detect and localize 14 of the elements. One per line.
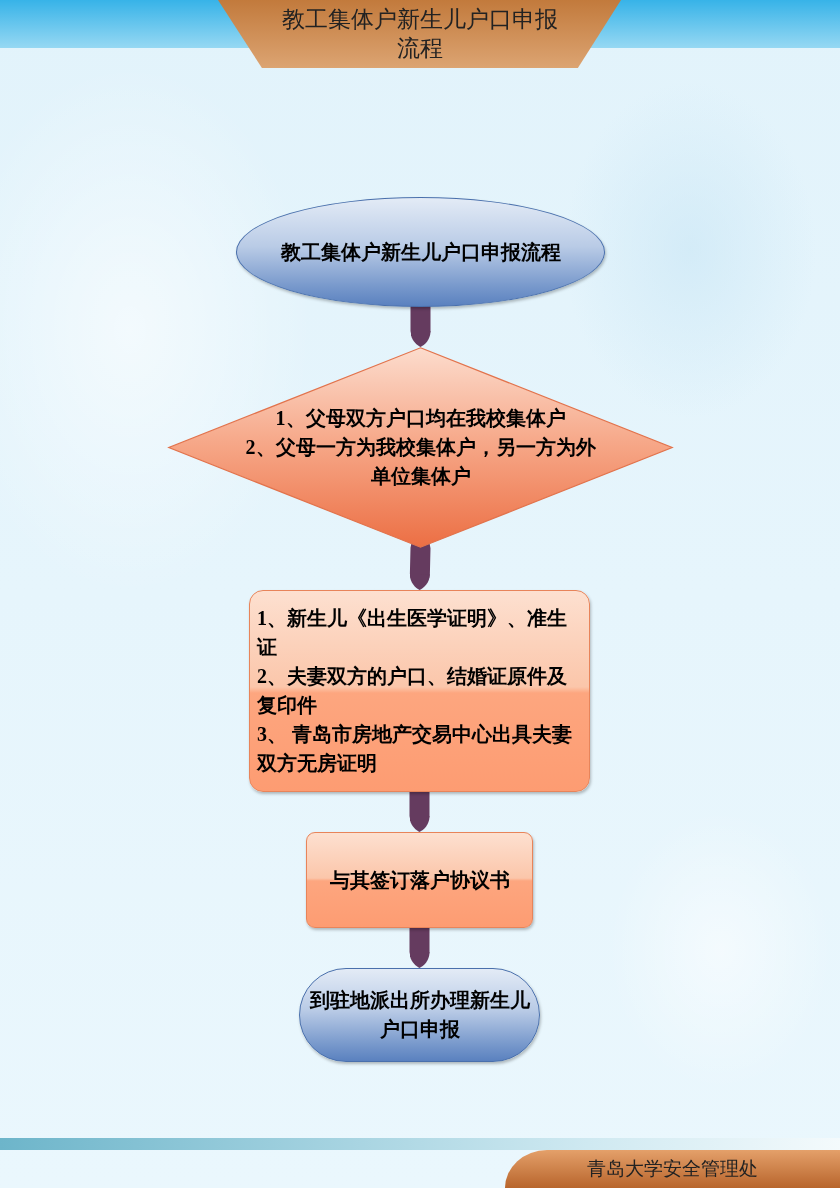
node-text: 到驻地派出所办理新生儿户口申报: [308, 988, 531, 1042]
node-text: 3、 青岛市房地产交易中心出具夫妻双方无房证明: [257, 722, 573, 776]
node-text: 教工集体户新生儿户口申报流程: [280, 239, 561, 265]
node-text: 1、父母双方户口均在我校集体户: [275, 406, 566, 431]
requirements-box: [249, 590, 590, 792]
node-text: 与其签订落户协议书: [329, 867, 510, 893]
node-text: 1、新生儿《出生医学证明》、准生证: [257, 606, 568, 660]
footer-text: 青岛大学安全管理处: [587, 1156, 758, 1181]
node-text: 2、父母一方为我校集体户，另一方为外单位集体户: [244, 435, 597, 489]
decision-diamond: [168, 347, 673, 548]
process-box: [306, 832, 533, 928]
node-text: 2、夫妻双方的户口、结婚证原件及复印件: [257, 664, 568, 718]
title-text: 教工集体户新生儿户口申报流程: [280, 5, 559, 63]
end-terminal: [299, 968, 540, 1062]
